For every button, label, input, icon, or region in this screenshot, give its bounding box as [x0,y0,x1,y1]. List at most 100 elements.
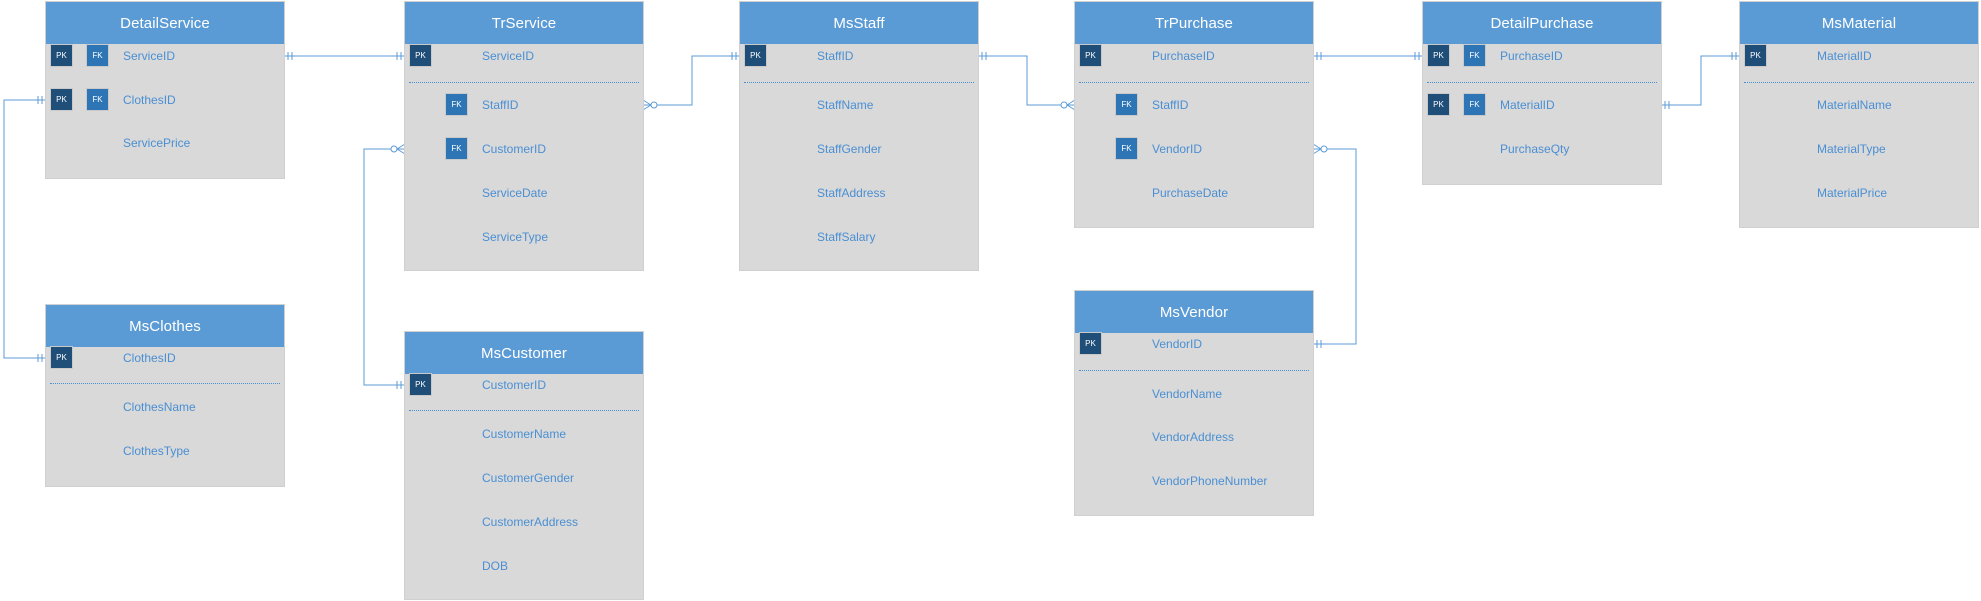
attribute-name: StaffSalary [817,230,876,244]
attribute-name: MaterialID [1817,49,1872,63]
attribute-name: StaffAddress [817,186,886,200]
zero-optional-marker [1060,101,1068,109]
attribute-row[interactable]: PurchaseDate [1075,179,1313,207]
key-attribute-row[interactable]: PK MaterialID [1740,42,1978,70]
attribute-name: PurchaseQty [1500,142,1570,156]
attribute-row[interactable]: CustomerName [405,420,643,448]
crows-foot-marker [1066,99,1076,106]
attribute-name: MaterialType [1817,142,1886,156]
attribute-name: StaffGender [817,142,882,156]
attribute-name: MaterialPrice [1817,186,1888,200]
foreign-key-badge: FK [1115,137,1138,160]
entity-title: MsStaff [740,2,978,44]
key-separator [744,82,974,83]
zero-optional-marker [1320,145,1328,153]
attribute-row[interactable]: StaffName [740,91,978,119]
key-separator [409,410,639,411]
attribute-name: ServiceDate [482,186,548,200]
attribute-name: MaterialID [1500,98,1555,112]
attribute-row[interactable]: ServiceType [405,223,643,251]
foreign-key-badge: FK [1463,93,1486,116]
attribute-row[interactable]: ClothesName [46,393,284,421]
attribute-name: CustomerAddress [482,515,579,529]
attribute-row[interactable]: VendorAddress [1075,423,1313,451]
attribute-row[interactable]: VendorPhoneNumber [1075,467,1313,495]
primary-key-badge: PK [409,373,432,396]
attribute-name: StaffName [817,98,874,112]
attribute-row[interactable]: MaterialType [1740,135,1978,163]
relationship-line [363,148,405,386]
foreign-key-badge: FK [445,137,468,160]
attribute-name: StaffID [1152,98,1189,112]
attribute-name: StaffID [817,49,854,63]
foreign-key-badge: FK [1115,93,1138,116]
attribute-name: PurchaseID [1152,49,1215,63]
primary-key-badge: PK [1427,93,1450,116]
key-separator [1079,370,1309,371]
crows-foot-marker [396,143,406,150]
attribute-row[interactable]: ServicePrice [46,129,284,157]
primary-key-badge: PK [1079,44,1102,67]
primary-key-badge: PK [1744,44,1767,67]
key-attribute-row[interactable]: PK FK MaterialID [1423,91,1661,119]
attribute-name: DOB [482,559,509,573]
attribute-row[interactable]: FK StaffID [1075,91,1313,119]
key-separator [409,82,639,83]
attribute-row[interactable]: DOB [405,552,643,580]
attribute-name: VendorName [1152,387,1223,401]
attribute-row[interactable]: ClothesType [46,437,284,465]
attribute-row[interactable]: StaffGender [740,135,978,163]
attribute-name: ClothesID [123,93,176,107]
primary-key-badge: PK [50,88,73,111]
attribute-row[interactable]: StaffSalary [740,223,978,251]
crows-foot-marker [642,99,652,106]
attribute-row[interactable]: MaterialName [1740,91,1978,119]
foreign-key-badge: FK [86,88,109,111]
attribute-row[interactable]: StaffAddress [740,179,978,207]
entity-title: DetailPurchase [1423,2,1661,44]
foreign-key-badge: FK [1463,44,1486,67]
primary-key-badge: PK [50,44,73,67]
key-attribute-row[interactable]: PK PurchaseID [1075,42,1313,70]
entity-title: TrService [405,2,643,44]
primary-key-badge: PK [50,346,73,369]
key-separator [1427,82,1657,83]
attribute-row[interactable]: CustomerGender [405,464,643,492]
attribute-name: CustomerGender [482,471,575,485]
entity-title: TrPurchase [1075,2,1313,44]
attribute-row[interactable]: MaterialPrice [1740,179,1978,207]
attribute-row[interactable]: CustomerAddress [405,508,643,536]
relationship-line [643,55,740,106]
entity-title: MsCustomer [405,332,643,374]
attribute-row[interactable]: ServiceDate [405,179,643,207]
entity-title: MsClothes [46,305,284,347]
attribute-row[interactable]: PurchaseQty [1423,135,1661,163]
attribute-name: PurchaseID [1500,49,1563,63]
attribute-name: ServicePrice [123,136,191,150]
attribute-name: ServiceID [482,49,535,63]
zero-optional-marker [390,145,398,153]
key-attribute-row[interactable]: PK FK ClothesID [46,86,284,114]
attribute-row[interactable]: VendorName [1075,380,1313,408]
key-separator [50,383,280,384]
crows-foot-marker [642,104,652,111]
